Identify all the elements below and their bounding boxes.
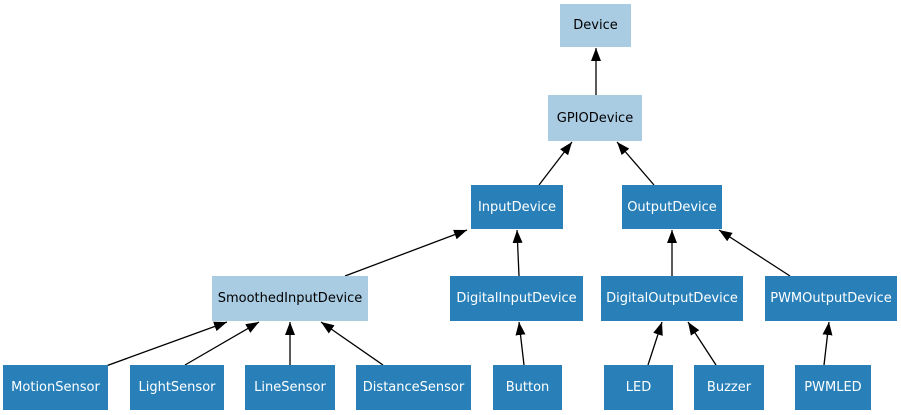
node-label: DigitalInputDevice <box>456 291 577 306</box>
node-button: Button <box>493 365 562 410</box>
edge-digitalinputdevice-to-inputdevice <box>512 229 523 277</box>
node-label: DistanceSensor <box>362 380 465 395</box>
edge-outputdevice-to-gpiodevice <box>616 141 655 186</box>
node-device: Device <box>560 4 631 47</box>
node-label: Buzzer <box>706 380 752 395</box>
edge-inputdevice-to-gpiodevice <box>538 141 573 186</box>
node-pwmled: PWMLED <box>795 365 871 410</box>
node-label: LED <box>625 380 652 395</box>
node-label: GPIODevice <box>556 110 634 126</box>
node-label: PWMOutputDevice <box>770 291 892 306</box>
node-linesensor: LineSensor <box>245 365 335 410</box>
edge-pwmled-to-pwmoutputdevice <box>822 321 833 366</box>
node-label: Button <box>505 380 550 395</box>
node-label: DigitalOutputDevice <box>606 291 738 306</box>
node-pwmoutputdevice: PWMOutputDevice <box>765 276 897 321</box>
edge-motionsensor-to-smoothedinputdevice <box>105 321 228 367</box>
edge-buzzer-to-digitaloutputdevice <box>687 321 717 366</box>
node-inputdevice: InputDevice <box>471 185 563 229</box>
node-label: MotionSensor <box>11 380 100 395</box>
node-motionsensor: MotionSensor <box>3 365 108 410</box>
node-led: LED <box>604 365 673 410</box>
edge-distancesensor-to-smoothedinputdevice <box>320 321 384 366</box>
node-distancesensor: DistanceSensor <box>356 365 471 410</box>
node-digitalinputdevice: DigitalInputDevice <box>450 276 583 321</box>
node-outputdevice: OutputDevice <box>622 185 722 229</box>
node-label: PWMLED <box>804 380 862 395</box>
node-label: LightSensor <box>138 380 216 395</box>
node-smoothedinputdevice: SmoothedInputDevice <box>212 276 368 321</box>
node-label: OutputDevice <box>627 199 717 215</box>
edge-led-to-digitaloutputdevice <box>647 321 663 366</box>
edge-smoothedinputdevice-to-inputdevice <box>344 229 468 277</box>
node-buzzer: Buzzer <box>694 365 764 410</box>
node-gpiodevice: GPIODevice <box>548 95 642 141</box>
edge-pwmoutputdevice-to-outputdevice <box>718 229 791 277</box>
node-lightsensor: LightSensor <box>130 365 224 410</box>
node-label: InputDevice <box>477 199 557 215</box>
node-label: LineSensor <box>254 380 326 395</box>
node-digitaloutputdevice: DigitalOutputDevice <box>601 276 743 321</box>
edge-lightsensor-to-smoothedinputdevice <box>184 321 260 366</box>
edge-button-to-digitalinputdevice <box>515 321 526 366</box>
node-label: Device <box>573 18 618 33</box>
node-label: SmoothedInputDevice <box>217 291 363 306</box>
